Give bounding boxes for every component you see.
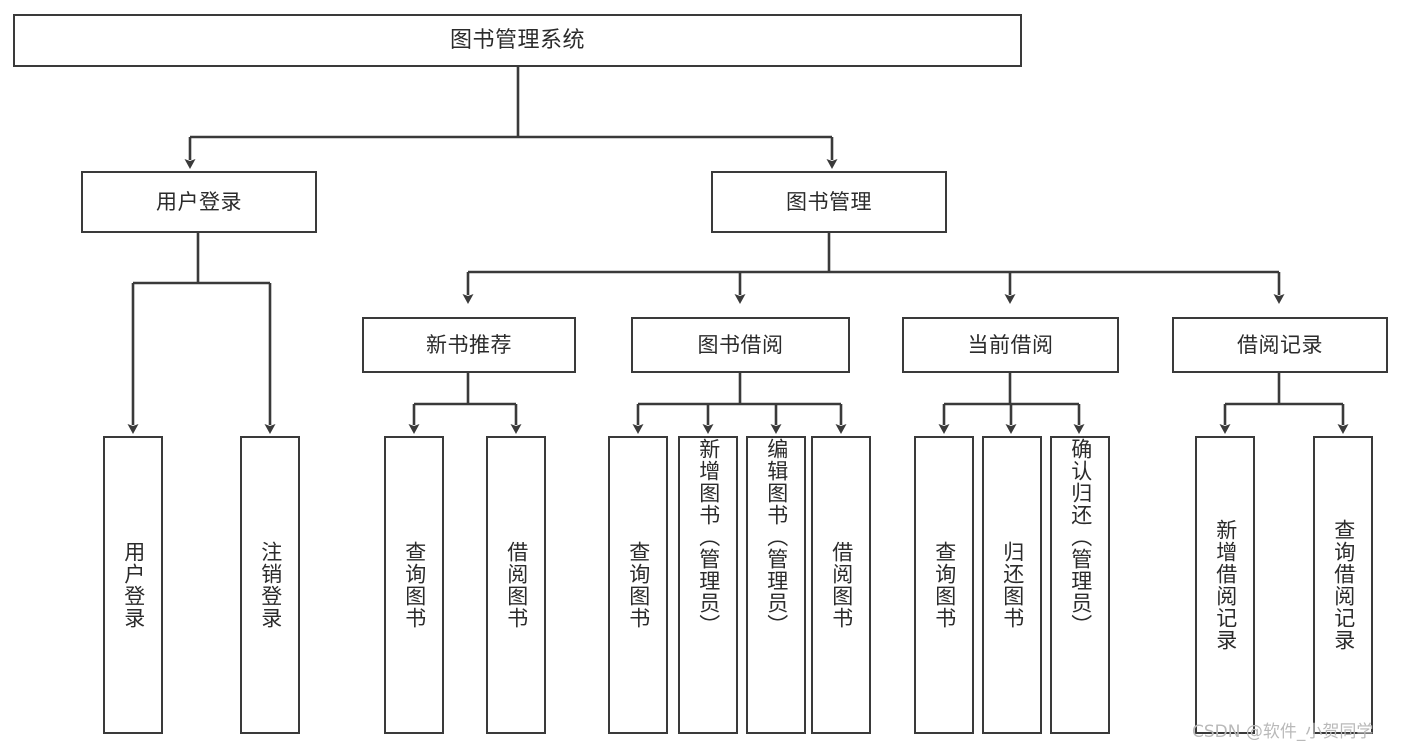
node-label: 注销登录: [258, 541, 283, 629]
node-book-borrow[interactable]: 图书借阅: [631, 317, 850, 373]
node-label: 用户登录: [121, 541, 146, 629]
node-label: 图书管理系统: [449, 27, 585, 53]
leaf-query-book-current[interactable]: 查询图书: [914, 436, 974, 734]
node-label: 查询图书: [932, 541, 957, 629]
leaf-confirm-return-admin[interactable]: 确认归还（管理员）: [1050, 436, 1110, 734]
node-root-system[interactable]: 图书管理系统: [13, 14, 1022, 67]
leaf-borrow-book-recommend[interactable]: 借阅图书: [486, 436, 546, 734]
node-label: 借阅图书: [829, 541, 854, 629]
node-label: 新书推荐: [426, 332, 512, 357]
node-label: 图书借阅: [697, 332, 784, 357]
node-label: 新增图书（管理员）: [696, 438, 721, 636]
node-label: 查询借阅记录: [1331, 519, 1356, 651]
csdn-watermark: CSDN @软件_小贺同学: [1192, 722, 1374, 742]
node-label: 归还图书: [1000, 541, 1025, 629]
leaf-add-borrow-record[interactable]: 新增借阅记录: [1195, 436, 1255, 734]
leaf-return-book[interactable]: 归还图书: [982, 436, 1042, 734]
leaf-query-borrow-record[interactable]: 查询借阅记录: [1313, 436, 1373, 734]
node-label: 借阅图书: [504, 541, 529, 629]
leaf-add-book-admin[interactable]: 新增图书（管理员）: [678, 436, 738, 734]
node-borrow-record[interactable]: 借阅记录: [1172, 317, 1388, 373]
node-label: 查询图书: [402, 541, 427, 629]
node-label: 用户登录: [156, 189, 242, 214]
leaf-edit-book-admin[interactable]: 编辑图书（管理员）: [746, 436, 806, 734]
leaf-query-book-recommend[interactable]: 查询图书: [384, 436, 444, 734]
node-new-book-recommend[interactable]: 新书推荐: [362, 317, 576, 373]
leaf-query-book-borrow[interactable]: 查询图书: [608, 436, 668, 734]
node-label: 查询图书: [626, 541, 651, 629]
node-user-login[interactable]: 用户登录: [81, 171, 317, 233]
node-label: 新增借阅记录: [1213, 519, 1238, 651]
node-label: 确认归还（管理员）: [1068, 438, 1093, 636]
node-label: 借阅记录: [1237, 332, 1323, 357]
leaf-user-login[interactable]: 用户登录: [103, 436, 163, 734]
node-label: 当前借阅: [967, 332, 1054, 357]
node-label: 图书管理: [786, 189, 872, 214]
leaf-borrow-book[interactable]: 借阅图书: [811, 436, 871, 734]
node-book-management[interactable]: 图书管理: [711, 171, 947, 233]
leaf-logout[interactable]: 注销登录: [240, 436, 300, 734]
node-current-borrow[interactable]: 当前借阅: [902, 317, 1119, 373]
node-label: 编辑图书（管理员）: [764, 438, 789, 636]
